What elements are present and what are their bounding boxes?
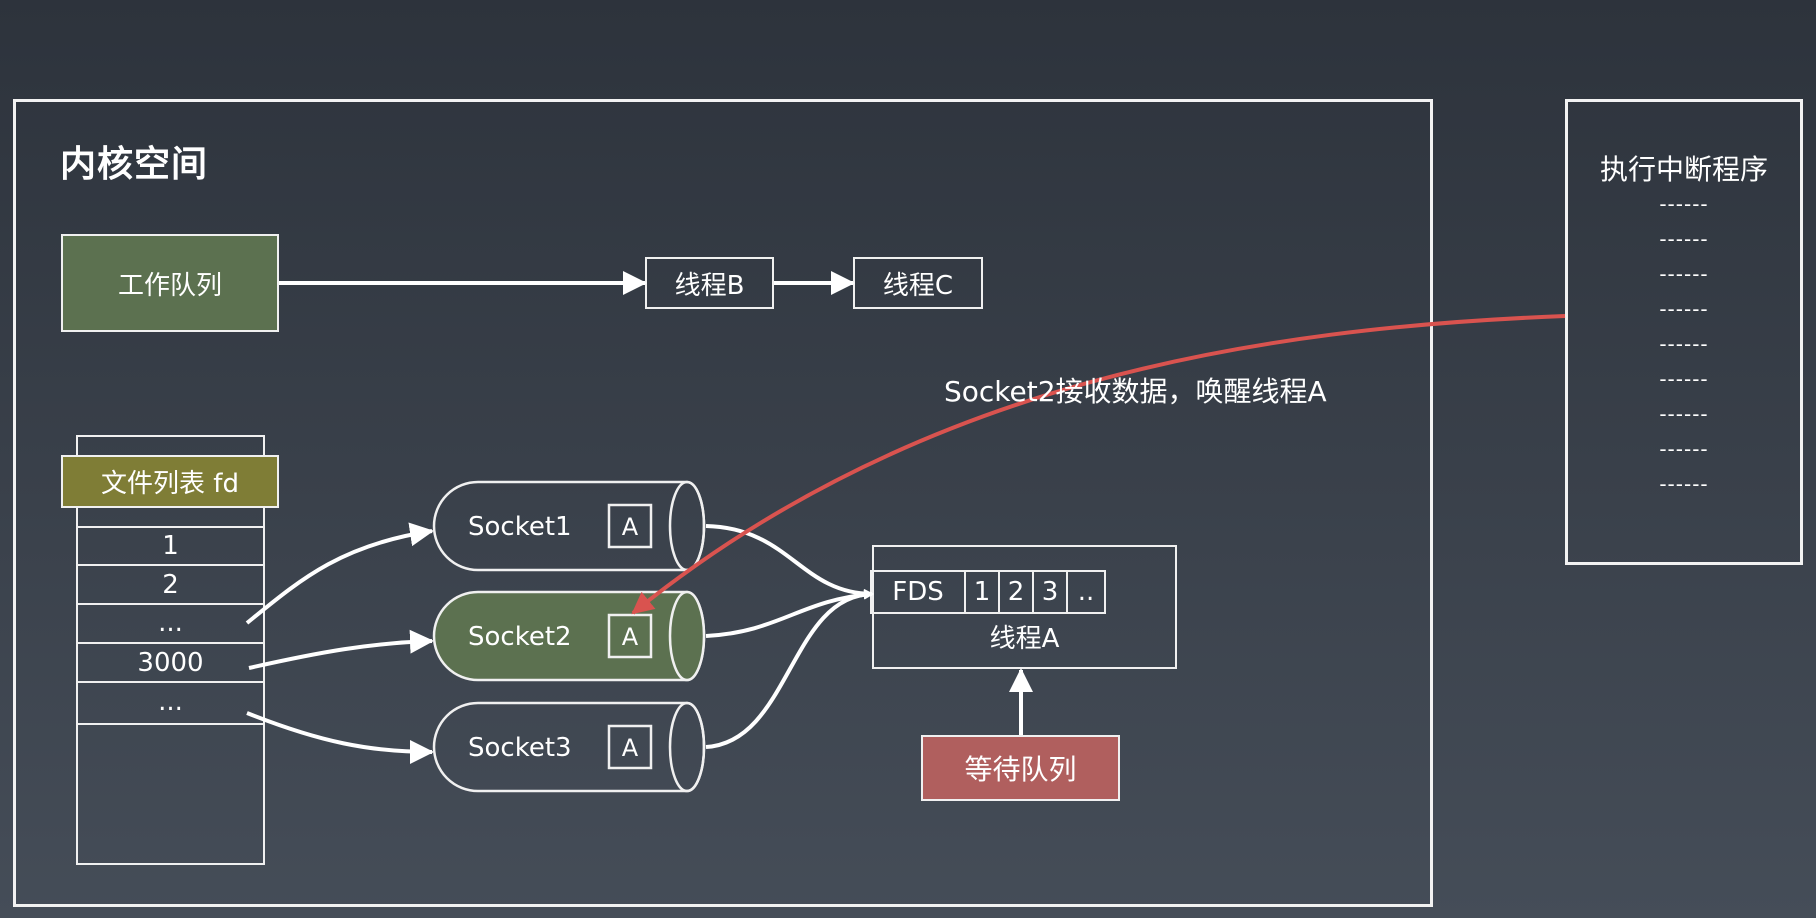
- interrupt-line: ------: [1659, 297, 1709, 321]
- fd-table-spacer-row: [76, 508, 265, 528]
- socket1-tag: A: [622, 513, 639, 541]
- kernel-space-box: [13, 99, 1433, 907]
- wait-queue-box: 等待队列: [921, 735, 1120, 801]
- fd-row-1: 1: [76, 528, 265, 566]
- fd-row-3000: 3000: [76, 644, 265, 683]
- socket3-to-fds-connector: [705, 589, 874, 749]
- fd-row-ellipsis-2: ...: [76, 683, 265, 725]
- interrupt-line: ------: [1659, 332, 1709, 356]
- interrupt-line: ------: [1659, 192, 1709, 216]
- socket3-tag: A: [622, 734, 639, 762]
- interrupt-line: ------: [1659, 437, 1709, 461]
- thread-a-label: 线程A: [989, 624, 1060, 654]
- socket1-to-fds-connector: [705, 524, 874, 599]
- socket3-cylinder: Socket3 A: [432, 701, 706, 793]
- fds-cell-more: ..: [1066, 570, 1106, 614]
- interrupt-line: ------: [1659, 262, 1709, 286]
- work-queue-box: 工作队列: [61, 234, 279, 332]
- socket1-cylinder: Socket1 A: [432, 480, 706, 572]
- fd-table-label: 文件列表 fd: [61, 455, 279, 508]
- interrupt-line: ------: [1659, 402, 1709, 426]
- interrupt-wakeup-arrow: [631, 314, 1566, 615]
- kernel-space-title: 内核空间: [60, 144, 209, 185]
- thread-c-box: 线程C: [853, 257, 983, 309]
- socket2-cylinder: Socket2 A: [432, 590, 706, 682]
- socket3-label: Socket3: [468, 733, 572, 763]
- interrupt-line: ------: [1659, 367, 1709, 391]
- interrupt-line: ------: [1659, 227, 1709, 251]
- interrupt-program-title: 执行中断程序: [1599, 153, 1768, 186]
- interrupt-program-box: [1565, 99, 1803, 565]
- socket1-label: Socket1: [468, 512, 572, 542]
- fd-row-2: 2: [76, 566, 265, 605]
- fd-table: [76, 435, 265, 865]
- fd-to-socket3-arrow: [246, 711, 434, 764]
- wake-annotation-label: Socket2接收数据，唤醒线程A: [944, 375, 1327, 408]
- socket2-label: Socket2: [468, 622, 572, 652]
- interrupt-line: ------: [1659, 472, 1709, 496]
- socket2-tag: A: [622, 623, 639, 651]
- fd-to-socket2-arrow: [248, 629, 434, 670]
- fd-row-ellipsis-1: ...: [76, 605, 265, 644]
- fd-to-socket1-arrow: [245, 522, 434, 625]
